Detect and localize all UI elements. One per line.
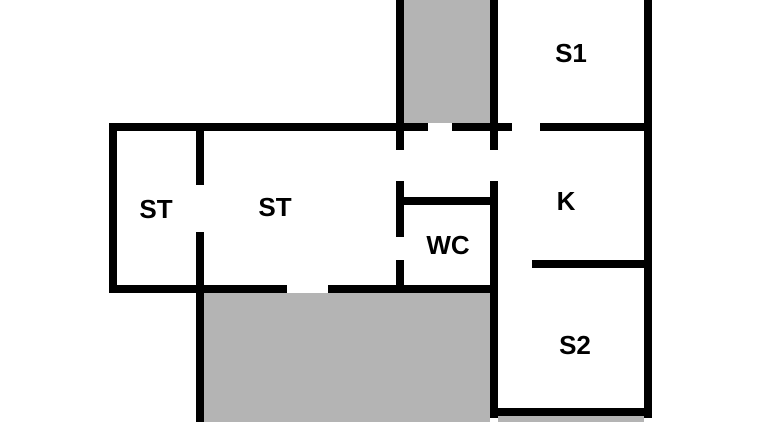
room-label-st-middle: ST <box>258 192 292 222</box>
wall-top-right-segment <box>540 123 652 131</box>
wall-corridor-right <box>490 0 498 150</box>
shaded-strip-bottom-right <box>498 416 644 422</box>
wall-wc-right <box>490 181 498 418</box>
wall-wc-left-middle <box>396 181 404 237</box>
wall-st-divider-lower <box>196 232 204 422</box>
shaded-area-bottom <box>204 293 490 422</box>
wall-wc-left-lower <box>396 260 404 293</box>
wall-st-divider-upper <box>196 123 204 185</box>
wall-bottom-right-segment <box>328 285 498 293</box>
room-label-wc: WC <box>426 230 470 260</box>
wall-outer-left <box>109 123 117 293</box>
wall-s2-bottom <box>490 408 652 416</box>
wall-k-s2-divider <box>532 260 652 268</box>
shaded-corridor-top <box>404 0 490 123</box>
room-label-st-left: ST <box>139 194 173 224</box>
wall-top-left-segment <box>109 123 428 131</box>
wall-corridor-left <box>396 0 404 150</box>
wall-top-middle-segment <box>452 123 512 131</box>
room-label-s1: S1 <box>555 38 587 68</box>
room-label-k: K <box>556 186 576 216</box>
wall-wc-top <box>404 197 490 205</box>
room-label-s2: S2 <box>559 330 591 360</box>
wall-outer-right <box>644 0 652 418</box>
